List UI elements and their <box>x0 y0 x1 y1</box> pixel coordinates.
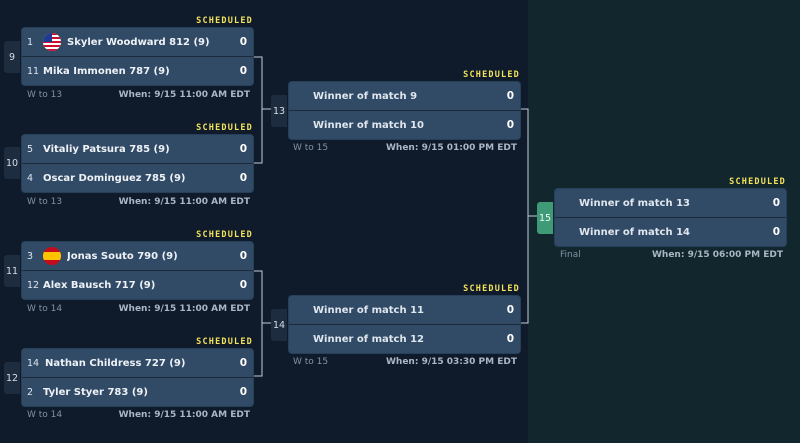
score: 0 <box>506 333 514 345</box>
match-12-card[interactable]: 14 Nathan Childress 727 (9) 0 2 Tyler St… <box>22 349 253 406</box>
match-15-status: SCHEDULED <box>729 177 786 187</box>
match-13-player-2[interactable]: Winner of match 10 0 <box>289 111 520 139</box>
match-15-time: When: 9/15 06:00 PM EDT <box>651 250 783 260</box>
match-12-number: 12 <box>4 362 20 394</box>
match-14-time: When: 9/15 03:30 PM EDT <box>385 357 517 367</box>
match-11-player-1[interactable]: 3 Jonas Souto 790 (9) 0 <box>22 242 253 271</box>
match-13-note: W to 15 <box>293 143 329 153</box>
player-name: Jonas Souto 790 (9) <box>67 250 178 262</box>
match-9-note: W to 13 <box>27 90 63 100</box>
match-15-player-2[interactable]: Winner of match 14 0 <box>555 218 786 246</box>
match-15-note: Final <box>560 250 581 260</box>
match-10-player-2[interactable]: 4 Oscar Dominguez 785 (9) 0 <box>22 164 253 192</box>
match-10-time: When: 9/15 11:00 AM EDT <box>118 197 250 207</box>
seed: 12 <box>27 279 40 291</box>
match-13-status: SCHEDULED <box>463 70 520 80</box>
player-name: Oscar Dominguez 785 (9) <box>43 172 186 184</box>
match-10-status: SCHEDULED <box>196 123 253 133</box>
score: 0 <box>239 65 247 77</box>
player-name: Winner of match 12 <box>313 333 424 345</box>
match-11-time: When: 9/15 11:00 AM EDT <box>118 304 250 314</box>
connector-13-14 <box>520 108 529 324</box>
seed: 1 <box>27 36 34 48</box>
match-10-number: 10 <box>4 147 20 179</box>
match-13-time: When: 9/15 01:00 PM EDT <box>385 143 517 153</box>
player-name: Winner of match 10 <box>313 119 424 131</box>
seed: 11 <box>27 65 40 77</box>
match-11-status: SCHEDULED <box>196 230 253 240</box>
seed: 2 <box>27 386 34 398</box>
match-13-player-1[interactable]: Winner of match 9 0 <box>289 82 520 111</box>
match-15-card[interactable]: Winner of match 13 0 Winner of match 14 … <box>555 189 786 246</box>
score: 0 <box>239 357 247 369</box>
score: 0 <box>772 197 780 209</box>
match-14-card[interactable]: Winner of match 11 0 Winner of match 12 … <box>289 296 520 353</box>
player-name: Nathan Childress 727 (9) <box>45 357 186 369</box>
player-name: Vitaliy Patsura 785 (9) <box>43 143 170 155</box>
match-9-player-1[interactable]: 1 Skyler Woodward 812 (9) 0 <box>22 28 253 57</box>
score: 0 <box>239 279 247 291</box>
match-15-player-1[interactable]: Winner of match 13 0 <box>555 189 786 218</box>
score: 0 <box>239 172 247 184</box>
us-flag-icon <box>43 33 61 51</box>
score: 0 <box>239 36 247 48</box>
match-14-number: 14 <box>271 309 287 341</box>
score: 0 <box>772 226 780 238</box>
match-14-note: W to 15 <box>293 357 329 367</box>
player-name: Winner of match 13 <box>579 197 690 209</box>
score: 0 <box>239 250 247 262</box>
score: 0 <box>506 119 514 131</box>
match-9-card[interactable]: 1 Skyler Woodward 812 (9) 0 11 Mika Immo… <box>22 28 253 85</box>
score: 0 <box>506 90 514 102</box>
player-name: Alex Bausch 717 (9) <box>43 279 156 291</box>
match-12-note: W to 14 <box>27 410 63 420</box>
match-14-player-2[interactable]: Winner of match 12 0 <box>289 325 520 353</box>
match-10-note: W to 13 <box>27 197 63 207</box>
score: 0 <box>506 304 514 316</box>
seed: 14 <box>27 357 40 369</box>
connector-9-10 <box>253 56 263 164</box>
player-name: Winner of match 9 <box>313 90 418 102</box>
score: 0 <box>239 386 247 398</box>
match-10-card[interactable]: 5 Vitaliy Patsura 785 (9) 0 4 Oscar Domi… <box>22 135 253 192</box>
match-9-status: SCHEDULED <box>196 16 253 26</box>
seed: 5 <box>27 143 34 155</box>
match-12-player-2[interactable]: 2 Tyler Styer 783 (9) 0 <box>22 378 253 406</box>
match-13-card[interactable]: Winner of match 9 0 Winner of match 10 0 <box>289 82 520 139</box>
match-9-time: When: 9/15 11:00 AM EDT <box>118 90 250 100</box>
player-name: Tyler Styer 783 (9) <box>43 386 148 398</box>
seed: 3 <box>27 250 34 262</box>
score: 0 <box>239 143 247 155</box>
player-name: Skyler Woodward 812 (9) <box>67 36 210 48</box>
player-name: Winner of match 11 <box>313 304 424 316</box>
match-11-note: W to 14 <box>27 304 63 314</box>
player-name: Mika Immonen 787 (9) <box>43 65 170 77</box>
match-10-player-1[interactable]: 5 Vitaliy Patsura 785 (9) 0 <box>22 135 253 164</box>
seed: 4 <box>27 172 34 184</box>
connector-11-12 <box>253 270 263 377</box>
spain-flag-icon <box>43 247 61 265</box>
match-11-number: 11 <box>4 255 20 287</box>
match-15-number: 15 <box>537 202 553 234</box>
match-13-number: 13 <box>271 95 287 127</box>
match-14-player-1[interactable]: Winner of match 11 0 <box>289 296 520 325</box>
match-9-player-2[interactable]: 11 Mika Immonen 787 (9) 0 <box>22 57 253 85</box>
match-11-player-2[interactable]: 12 Alex Bausch 717 (9) 0 <box>22 271 253 299</box>
match-9-number: 9 <box>4 41 20 73</box>
match-14-status: SCHEDULED <box>463 284 520 294</box>
match-12-status: SCHEDULED <box>196 337 253 347</box>
match-12-time: When: 9/15 11:00 AM EDT <box>118 410 250 420</box>
player-name: Winner of match 14 <box>579 226 690 238</box>
match-11-card[interactable]: 3 Jonas Souto 790 (9) 0 12 Alex Bausch 7… <box>22 242 253 299</box>
match-12-player-1[interactable]: 14 Nathan Childress 727 (9) 0 <box>22 349 253 378</box>
